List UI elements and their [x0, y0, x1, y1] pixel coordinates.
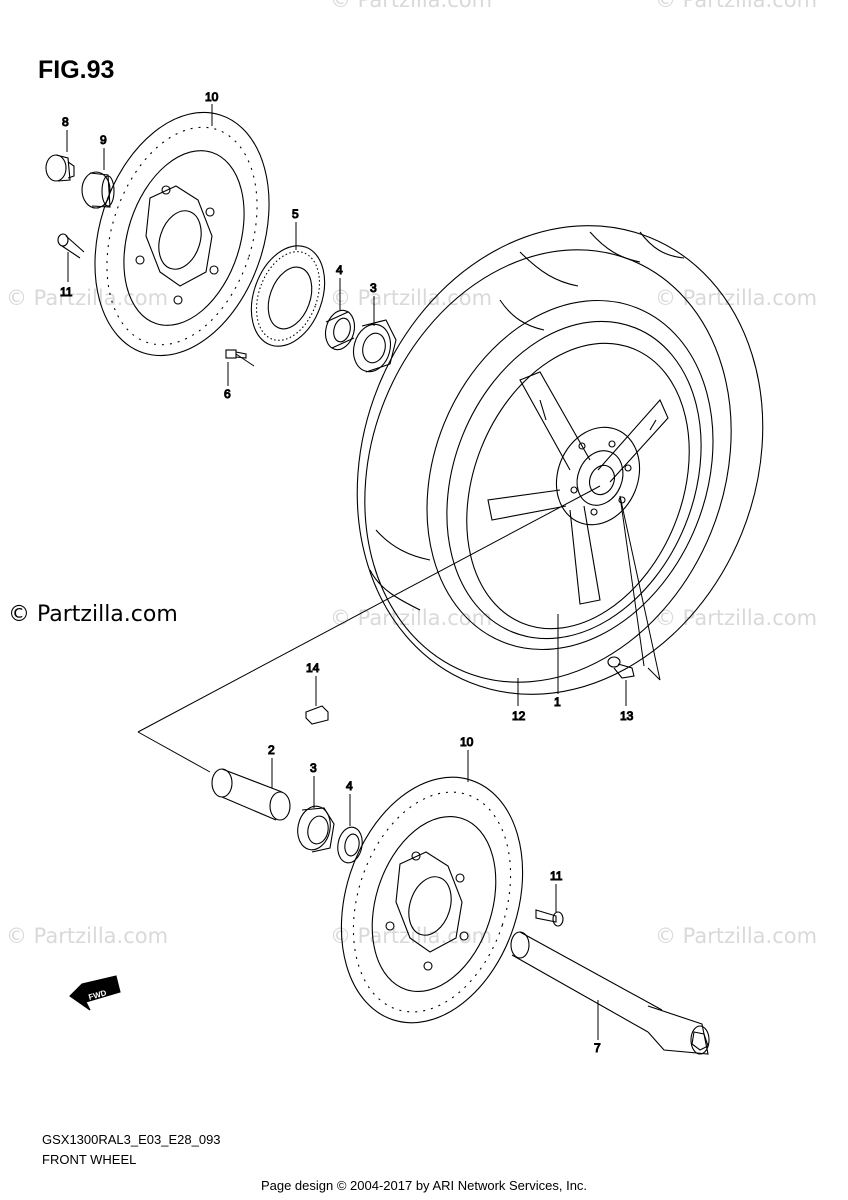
- watermark: © Partzilla.com: [330, 924, 493, 948]
- diagram-name: FRONT WHEEL: [42, 1152, 137, 1167]
- model-code: GSX1300RAL3_E03_E28_093: [42, 1132, 221, 1147]
- watermark: © Partzilla.com: [655, 0, 818, 12]
- callout-6: 6: [224, 387, 231, 401]
- callout-11: 11: [60, 285, 73, 299]
- spacer-sleeve-icon: [211, 768, 291, 821]
- watermark: © Partzilla.com: [655, 924, 818, 948]
- watermark: © Partzilla.com: [655, 286, 818, 310]
- callout-10: 10: [460, 735, 474, 749]
- callout-11: 11: [550, 869, 563, 883]
- brake-disc-icon: [94, 111, 270, 357]
- page-footer: Page design © 2004-2017 by ARI Network S…: [260, 1178, 588, 1193]
- callout-4: 4: [336, 263, 343, 277]
- callout-4: 4: [346, 779, 353, 793]
- cap-icon: [45, 154, 75, 182]
- watermark: © Partzilla.com: [330, 606, 493, 630]
- axle-icon: [510, 931, 710, 1055]
- seal-icon: [337, 826, 363, 864]
- callout-9: 9: [100, 133, 107, 147]
- seal-icon: [324, 309, 356, 351]
- copyright-notice: © Partzilla.com: [8, 602, 178, 627]
- valve-icon: [607, 656, 635, 679]
- callout-3: 3: [370, 281, 377, 295]
- balancer-weight-icon: [305, 705, 329, 725]
- bolt-icon: [57, 233, 85, 259]
- watermark: © Partzilla.com: [330, 0, 493, 12]
- tire-icon: [356, 225, 764, 695]
- watermark: © Partzilla.com: [6, 286, 169, 310]
- leader-lines: [66, 104, 661, 1040]
- watermark: © Partzilla.com: [6, 924, 169, 948]
- callout-7: 7: [594, 1041, 601, 1055]
- fwd-arrow-icon: [69, 975, 121, 1011]
- collar-icon: [81, 171, 115, 209]
- callout-8: 8: [62, 115, 69, 129]
- bearing-icon: [297, 805, 335, 853]
- callout-1: 1: [554, 695, 561, 709]
- abs-sensor-ring-icon: [250, 245, 326, 347]
- callout-13: 13: [620, 709, 634, 723]
- callout-2: 2: [268, 743, 275, 757]
- wheel-rim-icon: [426, 299, 714, 651]
- figure-title: FIG.93: [38, 56, 115, 84]
- callout-14: 14: [306, 661, 320, 675]
- brake-disc-icon: [340, 776, 524, 1024]
- callout-3: 3: [310, 761, 317, 775]
- watermark: © Partzilla.com: [330, 286, 493, 310]
- callout-10: 10: [205, 90, 219, 104]
- callout-5: 5: [292, 207, 299, 221]
- callout-12: 12: [512, 709, 526, 723]
- bearing-icon: [352, 319, 397, 373]
- bolt-icon: [535, 909, 564, 927]
